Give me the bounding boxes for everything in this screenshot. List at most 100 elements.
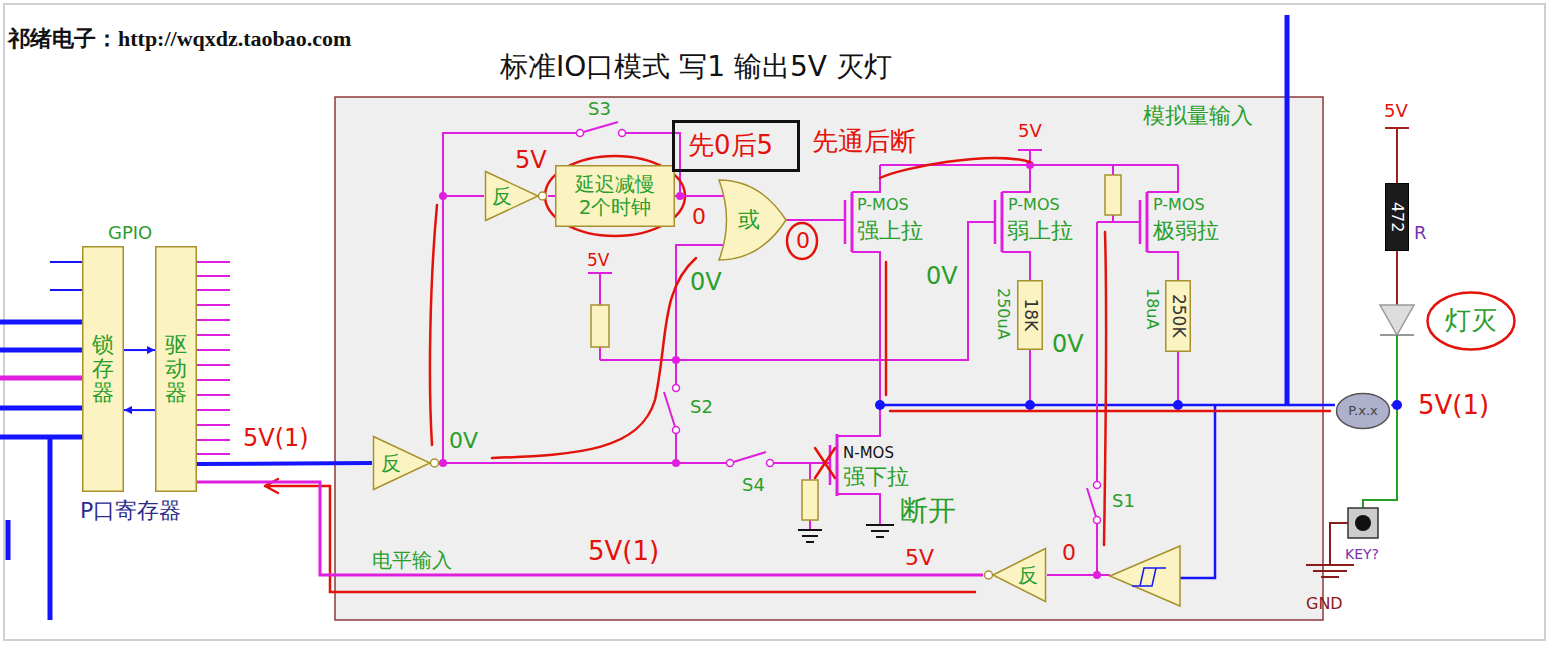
hand-annotation [815,448,835,478]
node-text: 反 [492,185,512,208]
switch-name: S2 [690,396,713,418]
led-circuit [1396,251,1398,305]
node-text: P.x.x [1348,404,1377,419]
transistor-type: P-MOS [1008,195,1060,214]
diagram-title: 标准IO口模式 写1 输出5V 灭灯 [500,50,892,84]
level-note: 0V [449,428,478,454]
text-holder: 反 [484,170,548,222]
signal-wire [440,196,484,463]
text-holder: 灯灭 [1425,290,1517,352]
inverter-gate: 反 [372,435,440,491]
text-holder: 驱动器 [155,246,197,492]
text-holder: 或 [718,178,788,262]
level-note: 0V [926,262,958,291]
level-note: 5V(1) [588,536,659,567]
callout-circle-shape [1428,293,1515,350]
text-holder: 18K [1017,280,1043,350]
wire [197,262,230,454]
led-circuit [1385,128,1409,183]
hand-annotation [880,158,1030,178]
bus-line [880,405,1335,578]
state-note: 断开 [900,494,956,528]
level-note: 0 [692,204,706,230]
node-text: 反 [381,452,401,475]
switch-contact [727,460,734,467]
input-wire [197,482,983,575]
part-name: GND [1306,594,1343,613]
timing-note: 先通后断 [812,126,916,157]
inverter-gate-shape [374,437,431,490]
inverter-gate: 反 [983,547,1047,603]
transistor-role: 极弱拉 [1153,218,1219,244]
part-name: R [1414,222,1427,244]
pin-pad-shape [1337,394,1390,429]
callout-circle: 灯灭 [1425,290,1517,352]
led-circuit [1380,305,1414,335]
latch-block-shape [83,247,124,492]
ground-symbol [866,525,894,537]
hand-annotation [787,223,817,259]
resistor-symbol: 250K [1165,280,1191,352]
latch-block: 锁存器 [82,246,124,492]
hand-annotation [1104,232,1106,545]
switch-contact [673,385,680,392]
junction-dot [672,356,680,364]
schmitt-buffer [1110,546,1180,606]
switch-contact [1094,517,1101,524]
page-frame [4,4,1545,640]
text-holder: 反 [983,547,1047,603]
node-text: 18K [1020,299,1040,332]
junction-dot [1093,571,1101,579]
delay-block-shape [556,166,675,227]
node-text: 250K [1168,294,1188,338]
schmitt-buffer [1110,546,1180,606]
junction-dot [875,400,1402,410]
node-text: 延迟减慢 2个时钟 [571,173,659,219]
hand-annotation [545,156,685,236]
node-text: 灯灭 [1445,306,1497,336]
hand-annotation [265,156,1330,592]
wire [837,192,1147,496]
level-note: 5V(1) [243,424,309,453]
switch-contact [1094,482,1101,489]
signal-name: 模拟量输入 [1143,103,1253,129]
junction-dot [1392,400,1402,410]
transistor-role: 弱上拉 [1007,218,1073,244]
supply-label: 5V [1384,100,1408,122]
hand-annotation [890,410,1330,413]
hand-annotation [885,262,888,395]
edge-label: 电平输入 [372,548,452,572]
resistor-symbol-shape [1386,184,1409,251]
resistor-symbol: 472 [1385,183,1409,251]
led-circuit [1355,515,1371,531]
transistor-type: P-MOS [1153,195,1205,214]
text-holder: 锁存器 [82,246,124,492]
inverter-gate-shape [486,172,539,221]
wire [0,376,82,381]
driver-block-shape [156,247,197,492]
supply-label: 5V [587,250,609,270]
ground-symbol [798,525,894,542]
junction-dot [1025,400,1035,410]
junction-dot [439,161,1402,579]
level-note: 5V [905,545,934,571]
inverter-bubble [985,571,993,579]
node-text: 先0后5 [688,131,773,161]
resistor-symbol [591,305,609,347]
transistor-type: P-MOS [857,195,909,214]
inverter-bubble [431,459,439,467]
or-gate-shape [719,180,786,260]
latch-arrow [124,349,155,351]
block-name: GPIO [108,222,152,244]
switch-contact [673,427,680,434]
bus-line [0,15,1335,620]
switch-contact [767,460,774,467]
schmitt-buffer [1132,568,1166,586]
node-text: 472 [1388,202,1406,233]
text-holder: P.x.x [1335,392,1391,430]
node-text: 锁存器 [92,333,114,406]
level-note: 0 [1062,540,1076,566]
signal-wire [675,195,724,197]
level-note: 5V [515,146,547,175]
